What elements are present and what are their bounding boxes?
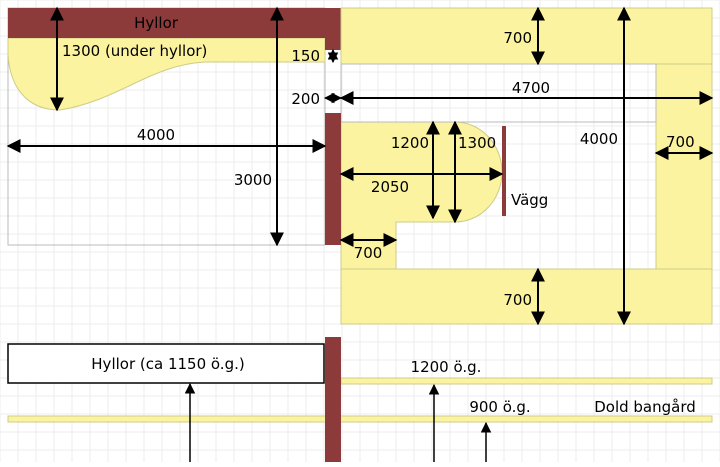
hidden-yard-label: Dold bangård: [594, 398, 696, 416]
dim-700-inner-label: 700: [354, 244, 383, 262]
shelves-box-label: Hyllor (ca 1150 ö.g.): [91, 355, 244, 373]
dim-200-label: 200: [291, 90, 320, 108]
wall-segment: [502, 126, 506, 216]
track-level-900: [7, 415, 713, 423]
aisle-outline: [340, 63, 657, 123]
dim-1200-label: 1200: [391, 134, 429, 152]
shelves-box: [7, 343, 325, 384]
shelves-label: Hyllor: [134, 14, 179, 32]
level-900-label: 900 ö.g.: [469, 398, 530, 416]
divider-wall: [325, 113, 341, 245]
dim-3000-label: 3000: [234, 171, 272, 189]
benchwork-bottom: [340, 268, 713, 325]
level-1200-label: 1200 ö.g.: [411, 358, 482, 376]
dim-2050-label: 2050: [371, 178, 409, 196]
track-level-1200: [340, 377, 713, 385]
dim-700-top-label: 700: [503, 29, 532, 47]
section-wall: [325, 337, 341, 462]
dim-700-bottom-label: 700: [503, 291, 532, 309]
top-shelves-corner: [325, 8, 341, 50]
benchwork-right: [655, 63, 713, 270]
dim-1300-label: 1300: [458, 134, 496, 152]
dim-4000-left-label: 4000: [137, 126, 175, 144]
dim-4700-label: 4700: [512, 79, 550, 97]
under-shelf-area: [7, 37, 326, 111]
dim-700-right-label: 700: [666, 133, 695, 151]
dim-1300-under-label: 1300 (under hyllor): [62, 42, 207, 60]
dim-150-label: 150: [291, 47, 320, 65]
wall-label: Vägg: [511, 191, 548, 209]
dim-4000-right-label: 4000: [580, 130, 618, 148]
